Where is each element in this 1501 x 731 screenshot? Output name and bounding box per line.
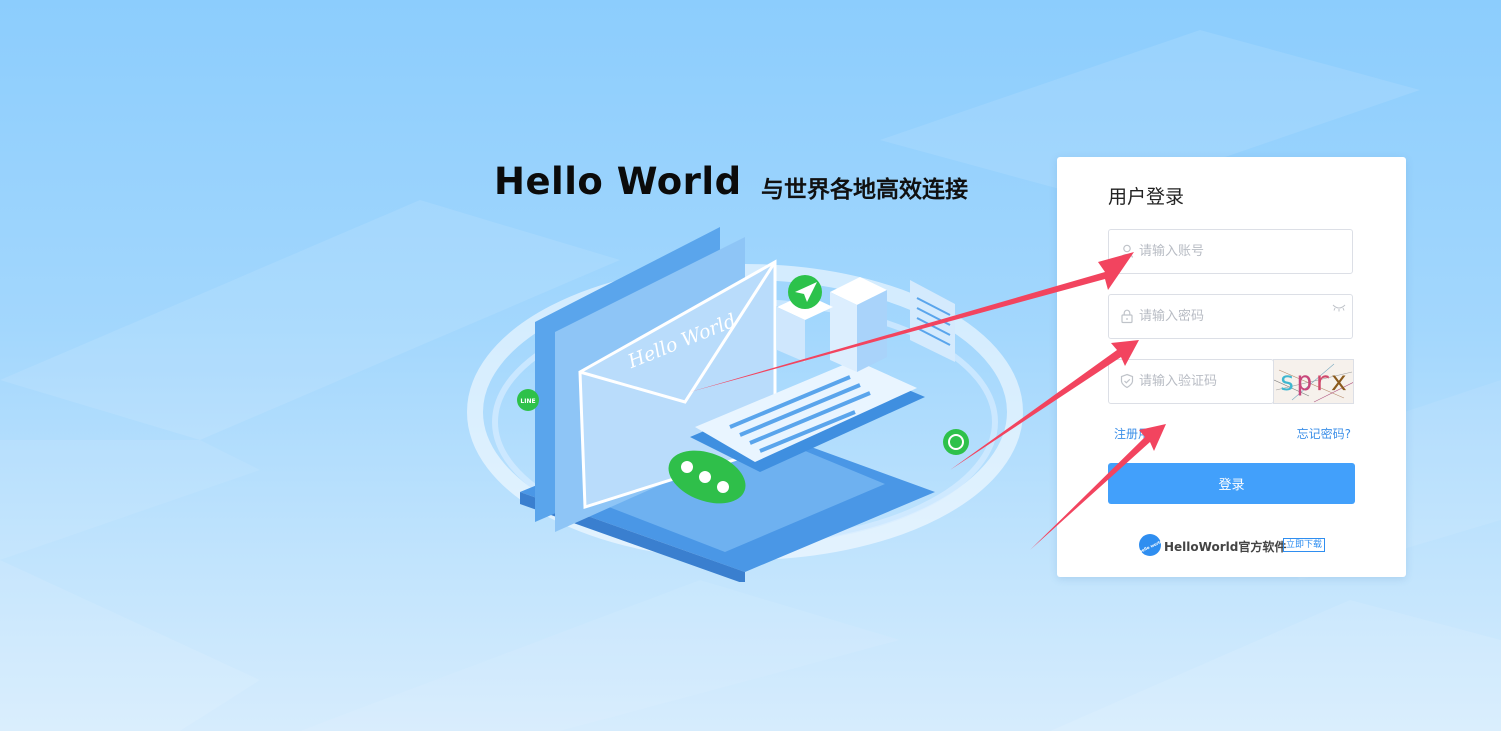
captcha-char: p bbox=[1296, 366, 1314, 397]
captcha-text: sprx bbox=[1274, 366, 1353, 397]
captcha-char: r bbox=[1313, 366, 1331, 397]
line-app-label: LINE bbox=[520, 398, 535, 405]
account-field[interactable] bbox=[1108, 229, 1353, 274]
eye-closed-icon[interactable] bbox=[1332, 302, 1346, 312]
hero-title: Hello World bbox=[494, 160, 742, 203]
line-app-icon bbox=[517, 389, 539, 411]
password-field[interactable] bbox=[1108, 294, 1353, 339]
captcha-char: x bbox=[1330, 366, 1349, 397]
captcha-image[interactable]: sprx bbox=[1273, 359, 1354, 404]
forgot-password-link[interactable]: 忘记密码? bbox=[1296, 427, 1351, 441]
hero-subtitle: 与世界各地高效连接 bbox=[761, 177, 968, 203]
register-link[interactable]: 注册用户 bbox=[1114, 427, 1163, 441]
promo-logo-text: hello world bbox=[1139, 539, 1161, 554]
login-card: 用户登录 bbox=[1057, 157, 1406, 577]
login-button[interactable]: 登录 bbox=[1108, 463, 1355, 504]
password-input[interactable] bbox=[1139, 295, 1319, 338]
captcha-noise bbox=[1274, 363, 1353, 403]
captcha-field[interactable] bbox=[1108, 359, 1319, 404]
account-input[interactable] bbox=[1139, 230, 1319, 273]
hero-illustration: Hello World LINE bbox=[467, 227, 1023, 582]
login-title: 用户登录 bbox=[1108, 186, 1185, 208]
promo-text: HelloWorld官方软件 bbox=[1164, 540, 1287, 554]
lock-icon bbox=[1121, 309, 1133, 324]
download-link[interactable]: 立即下载 bbox=[1283, 538, 1326, 552]
helloworld-logo-icon: hello world bbox=[1138, 534, 1163, 556]
shield-icon bbox=[1120, 373, 1134, 389]
user-icon bbox=[1120, 244, 1134, 258]
captcha-char: s bbox=[1278, 366, 1297, 397]
whatsapp-icon bbox=[943, 429, 969, 455]
